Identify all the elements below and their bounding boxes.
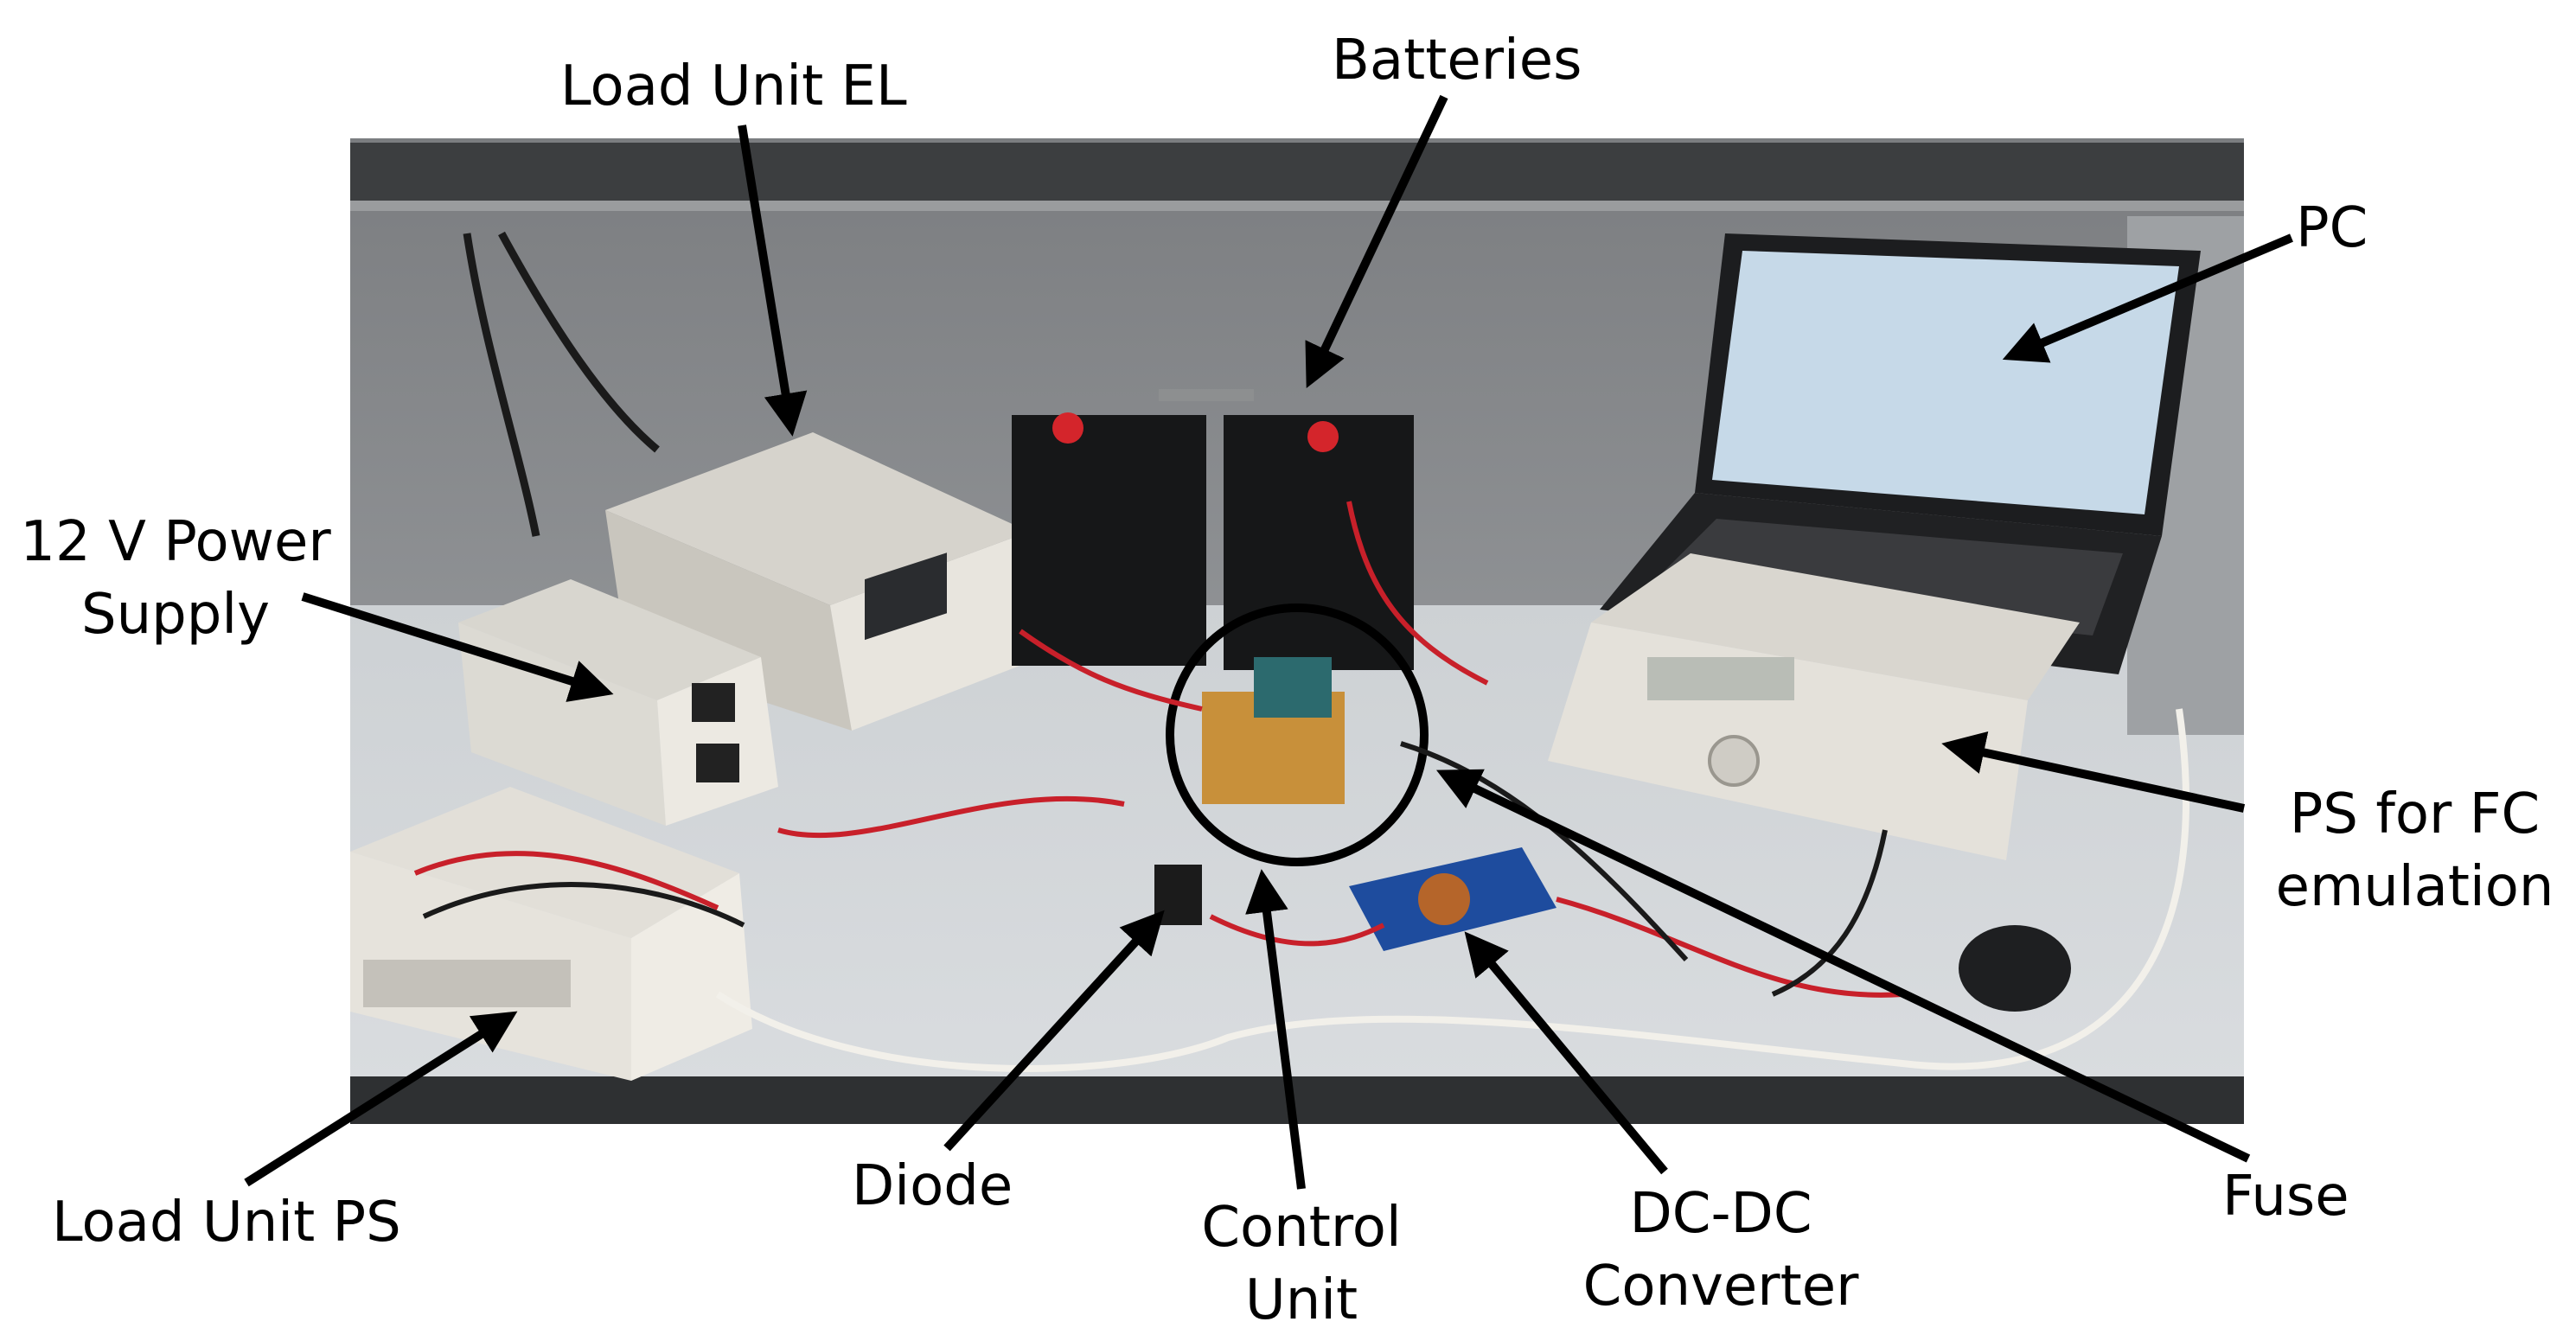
battery-terminal-red bbox=[1052, 412, 1083, 444]
arrow-ps-fc bbox=[1941, 731, 2246, 813]
arrow-load-unit-ps bbox=[244, 1011, 518, 1187]
dcdc-converter bbox=[1349, 847, 1556, 951]
ps-fc-emulation bbox=[1548, 553, 2080, 860]
label-dcdc-line1: DC-DC bbox=[1629, 1182, 1812, 1246]
load-unit-el bbox=[605, 432, 1042, 731]
label-control-unit-line1: Control bbox=[1201, 1196, 1402, 1260]
ps-fc-display bbox=[1647, 657, 1794, 700]
label-dcdc: DC-DC Converter bbox=[1565, 1178, 1876, 1323]
label-batteries: Batteries bbox=[1332, 29, 1582, 93]
load-unit-el-front bbox=[830, 532, 1042, 731]
laptop-keys bbox=[1647, 519, 2123, 635]
red-wire bbox=[777, 795, 1125, 839]
red-wire bbox=[1019, 629, 1203, 712]
label-diode: Diode bbox=[852, 1154, 1013, 1218]
arrow-pc bbox=[2002, 233, 2293, 363]
battery-terminal-red bbox=[1307, 421, 1339, 452]
power-supply-top bbox=[458, 579, 761, 700]
arrow-power-supply bbox=[301, 592, 614, 702]
label-load-unit-ps: Load Unit PS bbox=[52, 1191, 401, 1255]
label-power-supply-line1: 12 V Power bbox=[20, 510, 331, 574]
load-unit-el-side bbox=[605, 510, 852, 731]
label-fuse: Fuse bbox=[2222, 1165, 2349, 1229]
wall-cable bbox=[463, 233, 540, 537]
label-load-unit-el: Load Unit EL bbox=[560, 54, 907, 118]
battery-right bbox=[1224, 415, 1414, 670]
diode bbox=[1154, 865, 1202, 925]
label-control-unit: Control Unit bbox=[1185, 1191, 1418, 1337]
label-dcdc-line2: Converter bbox=[1582, 1255, 1859, 1319]
arrow-dcdc bbox=[1464, 931, 1668, 1175]
load-unit-el-display bbox=[865, 552, 947, 641]
wall-rail bbox=[350, 143, 2244, 203]
load-unit-ps-vent bbox=[363, 960, 571, 1007]
label-pc: PC bbox=[2296, 196, 2368, 260]
control-board-mcu bbox=[1254, 657, 1332, 718]
black-wire bbox=[1771, 829, 1888, 997]
dcdc-inductor bbox=[1418, 873, 1470, 925]
control-unit-circle bbox=[1166, 603, 1429, 866]
ps-fc-knob bbox=[1708, 735, 1760, 787]
arrow-load-unit-el bbox=[738, 125, 808, 437]
red-wire bbox=[413, 851, 719, 910]
annotation-arrows bbox=[244, 94, 2293, 1190]
control-unit-board bbox=[1202, 657, 1345, 804]
arrow-control-unit bbox=[1245, 869, 1306, 1190]
power-supply-meter bbox=[696, 744, 739, 782]
load-unit-ps-front bbox=[631, 873, 752, 1081]
power-supply-12v bbox=[458, 579, 778, 826]
red-wire bbox=[1346, 501, 1489, 686]
wall-rail-highlight bbox=[350, 201, 2244, 211]
label-ps-fc: PS for FC emulation bbox=[2257, 778, 2573, 923]
load-unit-ps bbox=[350, 787, 752, 1081]
power-supply-side bbox=[458, 623, 666, 826]
mouse bbox=[1959, 925, 2071, 1012]
power-supply-meter bbox=[692, 683, 735, 722]
wall-cable bbox=[498, 231, 660, 453]
batteries bbox=[1012, 389, 1414, 670]
power-supply-front bbox=[657, 657, 778, 826]
label-control-unit-line2: Unit bbox=[1244, 1268, 1358, 1332]
arrow-batteries bbox=[1305, 94, 1448, 389]
label-power-supply: 12 V Power Supply bbox=[7, 506, 344, 651]
load-unit-ps-top bbox=[350, 787, 739, 938]
label-ps-fc-line2: emulation bbox=[2275, 855, 2554, 919]
battery-link bbox=[1159, 389, 1254, 401]
red-wire bbox=[1209, 914, 1385, 947]
arrow-diode bbox=[943, 910, 1165, 1152]
red-wire bbox=[1556, 897, 1903, 998]
black-wire bbox=[422, 882, 745, 928]
photo bbox=[350, 138, 2244, 1124]
ps-fc-top bbox=[1591, 553, 2080, 700]
arrow-fuse bbox=[1435, 769, 2251, 1163]
bench-edge bbox=[350, 1076, 2244, 1124]
label-power-supply-line2: Supply bbox=[80, 583, 271, 647]
battery-left bbox=[1012, 415, 1206, 666]
label-ps-fc-line1: PS for FC bbox=[2289, 782, 2541, 846]
laptop-screen bbox=[1712, 251, 2179, 514]
